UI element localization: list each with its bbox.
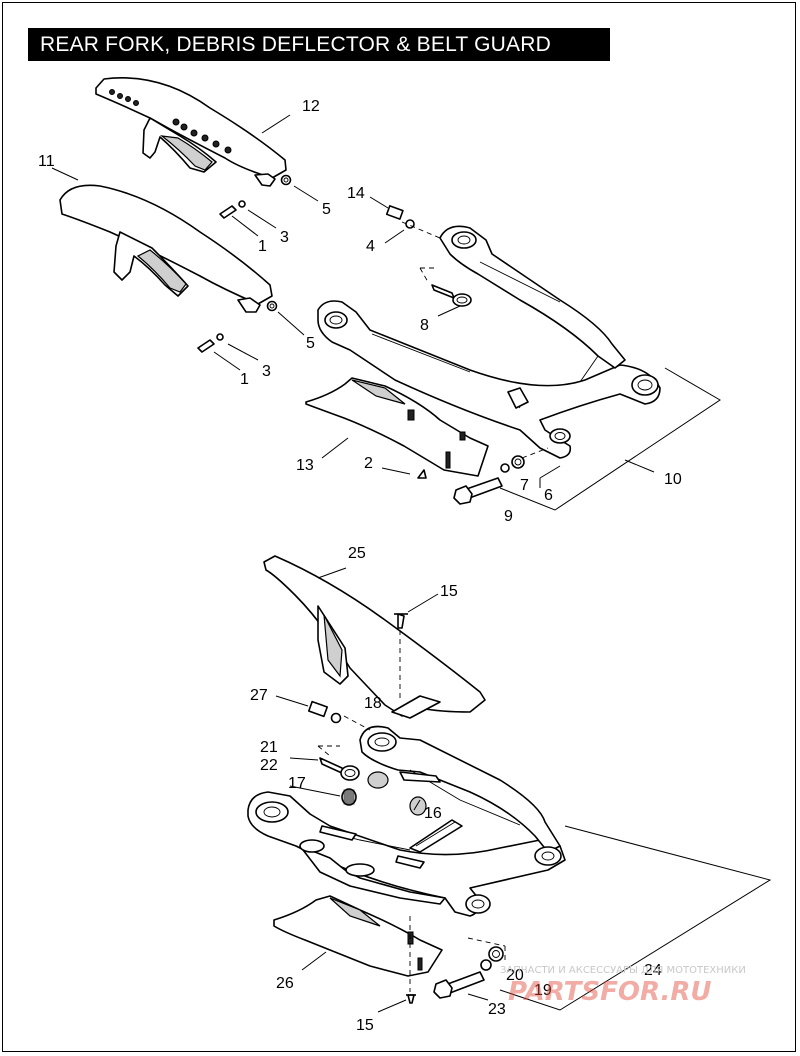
- belt-guard-lower-part: [59, 184, 273, 313]
- callout-6: 6: [544, 487, 553, 504]
- callout-1a: 1: [258, 238, 267, 255]
- watermark-tagline: ЗАПЧАСТИ И АКСЕССУАРЫ ДЛЯ МОТОТЕХНИКИ: [500, 965, 746, 976]
- watermark-brand: PARTSFOR.RU: [508, 977, 711, 1007]
- callout-3b: 3: [262, 363, 271, 380]
- page-title: REAR FORK, DEBRIS DEFLECTOR & BELT GUARD: [40, 33, 551, 56]
- callout-21: 21: [260, 739, 278, 756]
- callout-5a: 5: [322, 201, 331, 218]
- belt-guard-upper-part: [95, 77, 287, 187]
- callout-12: 12: [302, 98, 320, 115]
- callout-4: 4: [366, 238, 375, 255]
- callout-17: 17: [288, 775, 306, 792]
- swingarm-lower-part: [247, 725, 566, 917]
- callout-13: 13: [296, 457, 314, 474]
- callout-20: 20: [506, 967, 524, 984]
- hardware-lower-group: [307, 613, 504, 1004]
- callout-26: 26: [276, 975, 294, 992]
- leader-lines-upper: [401, 221, 721, 511]
- callout-16: 16: [424, 805, 442, 822]
- debris-deflector-upper-part: [305, 377, 489, 477]
- debris-deflector-lower-part: [273, 895, 443, 977]
- callout-10: 10: [664, 471, 682, 488]
- callout-labels: 12 11 14 5 4 1 3 8 5 1 3 13 2 7 6 9 10 2…: [38, 98, 682, 1034]
- callout-24: 24: [644, 962, 662, 979]
- watermark: ЗАПЧАСТИ И АКСЕССУАРЫ ДЛЯ МОТОТЕХНИКИ PA…: [500, 965, 746, 1007]
- callout-23: 23: [488, 1001, 506, 1018]
- hardware-upper-group: [197, 174, 525, 505]
- callout-7: 7: [520, 477, 529, 494]
- callout-5b: 5: [306, 335, 315, 352]
- callout-18: 18: [364, 695, 382, 712]
- callout-22: 22: [260, 757, 278, 774]
- leader-lines-lower: [317, 630, 772, 1011]
- callout-15a: 15: [440, 583, 458, 600]
- callout-8: 8: [420, 317, 429, 334]
- callout-14: 14: [347, 185, 365, 202]
- callout-3a: 3: [280, 229, 289, 246]
- belt-guard-lower-assembly-part: [263, 555, 486, 719]
- title-bar: REAR FORK, DEBRIS DEFLECTOR & BELT GUARD: [28, 28, 610, 61]
- callout-27: 27: [250, 687, 268, 704]
- callout-9: 9: [504, 508, 513, 525]
- callout-19: 19: [534, 982, 552, 999]
- callout-leaders: [51, 114, 655, 1013]
- callout-2: 2: [364, 455, 373, 472]
- callout-11: 11: [38, 153, 55, 170]
- callout-25: 25: [348, 545, 366, 562]
- callout-15b: 15: [356, 1017, 374, 1034]
- swingarm-upper-part: [317, 225, 661, 459]
- callout-1b: 1: [240, 371, 249, 388]
